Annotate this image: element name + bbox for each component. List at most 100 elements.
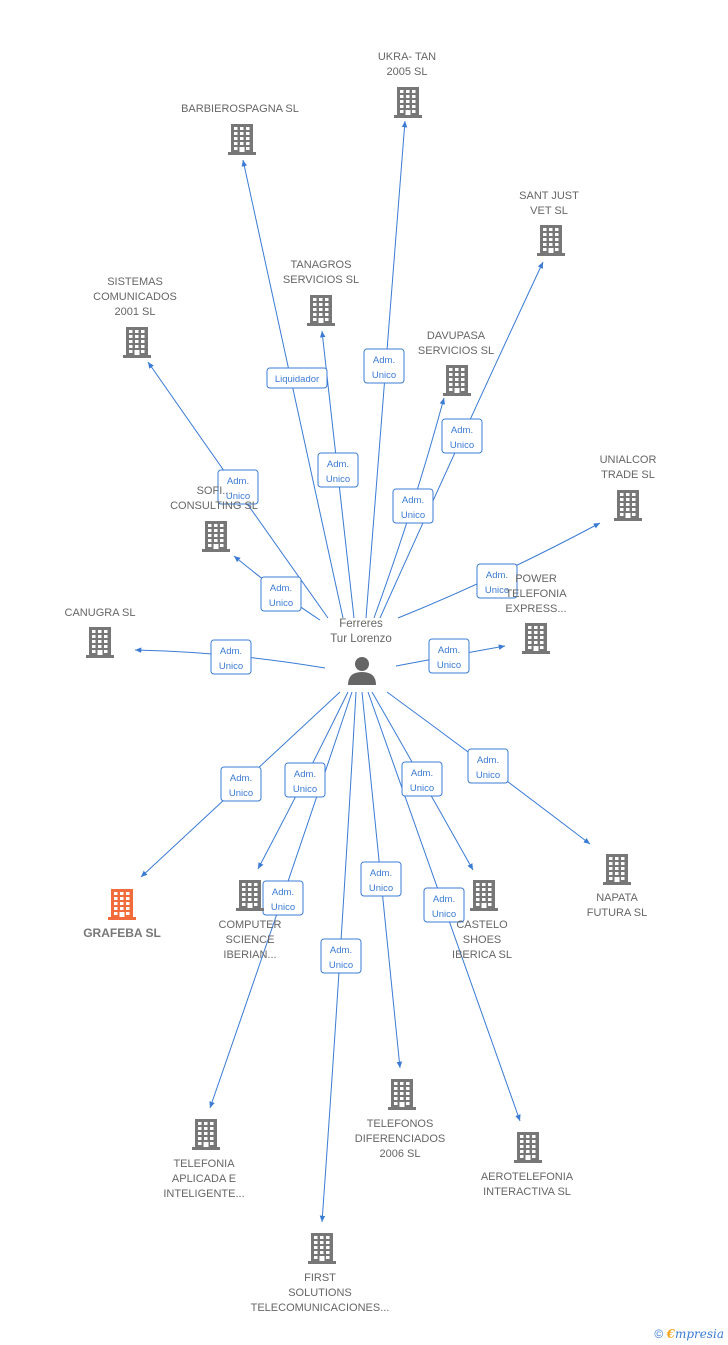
company-label-line: AEROTELEFONIA (481, 1171, 574, 1183)
edge-label-box (401, 761, 443, 797)
company-node-computer[interactable]: COMPUTERSCIENCEIBERIAN... (219, 880, 282, 961)
company-node-tanagros[interactable]: TANAGROS SERVICIOS SL (283, 259, 359, 326)
edge-label-text: Unico (329, 960, 353, 971)
company-label-line: 2001 SL (115, 306, 156, 318)
edge-label-text: Unico (219, 661, 243, 672)
company-node-barbierospagna[interactable]: BARBIEROSPAGNA SL (181, 103, 299, 155)
edge-label-sofi[interactable]: Adm.Unico (260, 576, 302, 612)
edge-label-text: Adm. (486, 570, 508, 581)
edge-label-text: Adm. (411, 768, 433, 779)
company-label-line: INTERACTIVA SL (483, 1186, 571, 1198)
edge-label-text: Adm. (438, 645, 460, 656)
edge-label-aerotelefonia[interactable]: Adm.Unico (423, 887, 465, 923)
edge-label-napata[interactable]: Adm. Unico (467, 748, 509, 784)
company-node-power[interactable]: POWERTELEFONIAEXPRESS... (505, 573, 567, 654)
company-label-line: DAVUPASA (427, 330, 486, 342)
building-icon (308, 1233, 336, 1264)
edge-label-box (423, 887, 465, 923)
edge-label-unialcor[interactable]: Adm. Unico (476, 563, 518, 599)
building-icon (470, 880, 498, 911)
edge-label-power[interactable]: Adm.Unico (428, 638, 470, 674)
edge-label-text: Adm. (327, 459, 349, 470)
building-icon (603, 854, 631, 885)
edge-label-box (476, 563, 518, 599)
company-label-line: TELECOMUNICACIONES... (251, 1302, 390, 1314)
edge-label-box (363, 348, 405, 384)
edges-layer (134, 120, 601, 1223)
company-label-line: DIFERENCIADOS (355, 1133, 445, 1145)
company-node-first[interactable]: FIRSTSOLUTIONSTELECOMUNICACIONES... (251, 1233, 390, 1314)
edge-label-box (284, 762, 326, 798)
company-label-line: UNIALCOR (600, 454, 657, 466)
edge-label-box (220, 766, 262, 802)
edge-label-computer[interactable]: Adm. Unico (284, 762, 326, 798)
edge-label-castelo[interactable]: Adm.Unico (401, 761, 443, 797)
edge-label-box (320, 938, 362, 974)
company-label-line: SOLUTIONS (288, 1287, 352, 1299)
edge-label-tanagros[interactable]: Adm. Unico (317, 452, 359, 488)
company-label-line: COMUNICADOS (93, 291, 177, 303)
company-label-line: SERVICIOS SL (283, 274, 359, 286)
edge-label-box (260, 576, 302, 612)
edge-label-text: Unico (476, 770, 500, 781)
company-label-line: INTELIGENTE... (163, 1188, 244, 1200)
edge-label-text: Adm. (227, 476, 249, 487)
edge-label-box (262, 880, 304, 916)
edge-label-text: Unico (369, 883, 393, 894)
company-node-aerotelefonia[interactable]: AEROTELEFONIA INTERACTIVA SL (481, 1132, 574, 1198)
edge-label-text: Unico (326, 474, 350, 485)
edge-label-telefonia[interactable]: Adm.Unico (262, 880, 304, 916)
copyright-symbol: © (654, 1327, 664, 1341)
center-person[interactable]: Ferreres Tur Lorenzo (330, 618, 392, 685)
edge-label-text: Unico (485, 585, 509, 596)
edge-label-davupasa[interactable]: Adm.Unico (392, 488, 434, 524)
edge-label-grafeba[interactable]: Adm.Unico (220, 766, 262, 802)
building-icon (123, 327, 151, 358)
edge-label-telefonos[interactable]: Adm.Unico (360, 861, 402, 897)
edge-label-text: Adm. (330, 945, 352, 956)
building-icon (202, 521, 230, 552)
building-icon (228, 124, 256, 155)
edge-label-text: Unico (450, 440, 474, 451)
building-icon (614, 490, 642, 521)
brand-name: mpresia (674, 1327, 724, 1341)
edge-label-text: Adm. (294, 769, 316, 780)
edge-label-text: Adm. (373, 355, 395, 366)
company-label-line: SOFI... (197, 485, 232, 497)
company-node-sofi[interactable]: SOFI...CONSULTING SL (170, 485, 258, 552)
edge-label-sistemas[interactable]: Adm.Unico (217, 469, 259, 505)
edge-label-text: Unico (269, 598, 293, 609)
company-node-canugra[interactable]: CANUGRA SL (65, 607, 136, 658)
company-label-line: IBERIAN... (223, 949, 276, 961)
edge-label-santjust[interactable]: Adm.Unico (441, 418, 483, 454)
edge-label-box (317, 452, 359, 488)
edge-label-box (266, 367, 328, 389)
person-icon (348, 657, 376, 685)
building-icon (388, 1079, 416, 1110)
building-icon (537, 225, 565, 256)
edge-label-first[interactable]: Adm. Unico (320, 938, 362, 974)
footer-brand[interactable]: © €mpresia (654, 1327, 724, 1341)
company-label-line: CANUGRA SL (65, 607, 136, 619)
company-label-line: TELEFONIA (173, 1158, 235, 1170)
edge-label-text: Unico (293, 784, 317, 795)
edge-label-canugra[interactable]: Adm.Unico (210, 639, 252, 675)
edge-label-ukra[interactable]: Adm.Unico (363, 348, 405, 384)
edge-label-text: Unico (401, 510, 425, 521)
edge-label-barbierospagna[interactable]: Liquidador (266, 367, 328, 389)
company-node-unialcor[interactable]: UNIALCOR TRADE SL (600, 454, 657, 521)
company-label-line: TRADE SL (601, 469, 655, 481)
company-node-grafeba[interactable]: GRAFEBA SL (83, 889, 161, 940)
building-icon (307, 295, 335, 326)
edge-label-text: Adm. (477, 755, 499, 766)
company-label-line: UKRA- TAN (378, 51, 436, 63)
company-label-line: TANAGROS (291, 259, 352, 271)
